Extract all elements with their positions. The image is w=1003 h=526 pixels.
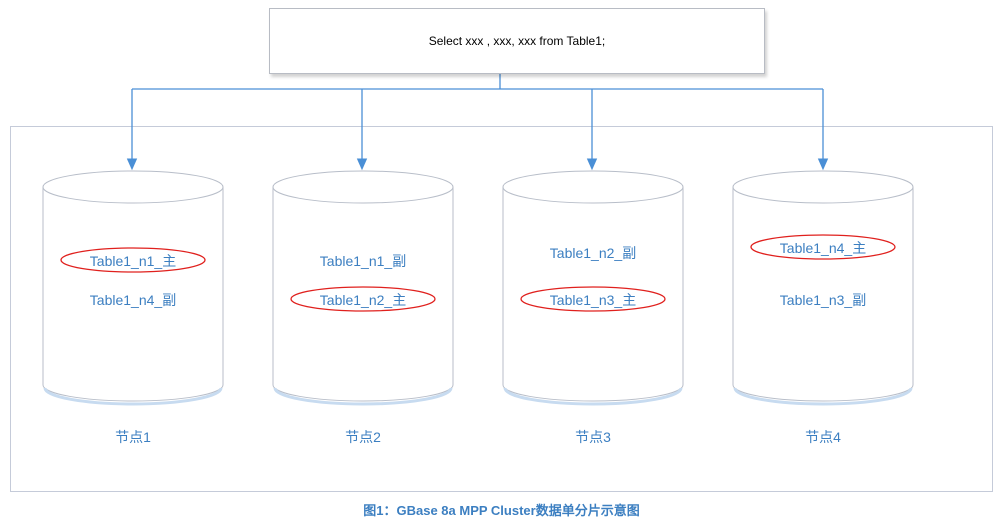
primary-highlight-node3 [520,286,666,312]
primary-highlight-node2 [290,286,436,312]
node-name-3: 节点3 [575,429,611,445]
node-name-4: 节点4 [805,429,841,445]
query-box: Select xxx , xxx, xxx from Table1; [269,8,765,74]
figure-caption: 图1：GBase 8a MPP Cluster数据单分片示意图 [363,503,640,518]
cylinder-node2 [272,170,454,406]
primary-highlight-node1 [60,247,206,273]
shard-label-node3-a: Table1_n2_副 [549,245,637,261]
shard-label-node1-a: Table1_n1_主 [89,253,177,269]
node-name-2: 节点2 [345,429,381,445]
cylinder-node3 [502,170,684,406]
cluster-frame [10,126,993,492]
cylinder-node1 [42,170,224,406]
node-name-1: 节点1 [115,429,151,445]
shard-label-node4-b: Table1_n3_副 [779,292,867,308]
connectors [126,74,829,171]
cylinder-node4 [732,170,914,406]
shard-label-node2-a: Table1_n1_副 [319,253,407,269]
shard-label-node2-b: Table1_n2_主 [319,292,407,308]
shard-label-node4-a: Table1_n4_主 [779,240,867,256]
shard-label-node1-b: Table1_n4_副 [89,292,177,308]
query-text: Select xxx , xxx, xxx from Table1; [428,34,606,48]
primary-highlight-node4 [750,234,896,260]
shard-label-node3-b: Table1_n3_主 [549,292,637,308]
